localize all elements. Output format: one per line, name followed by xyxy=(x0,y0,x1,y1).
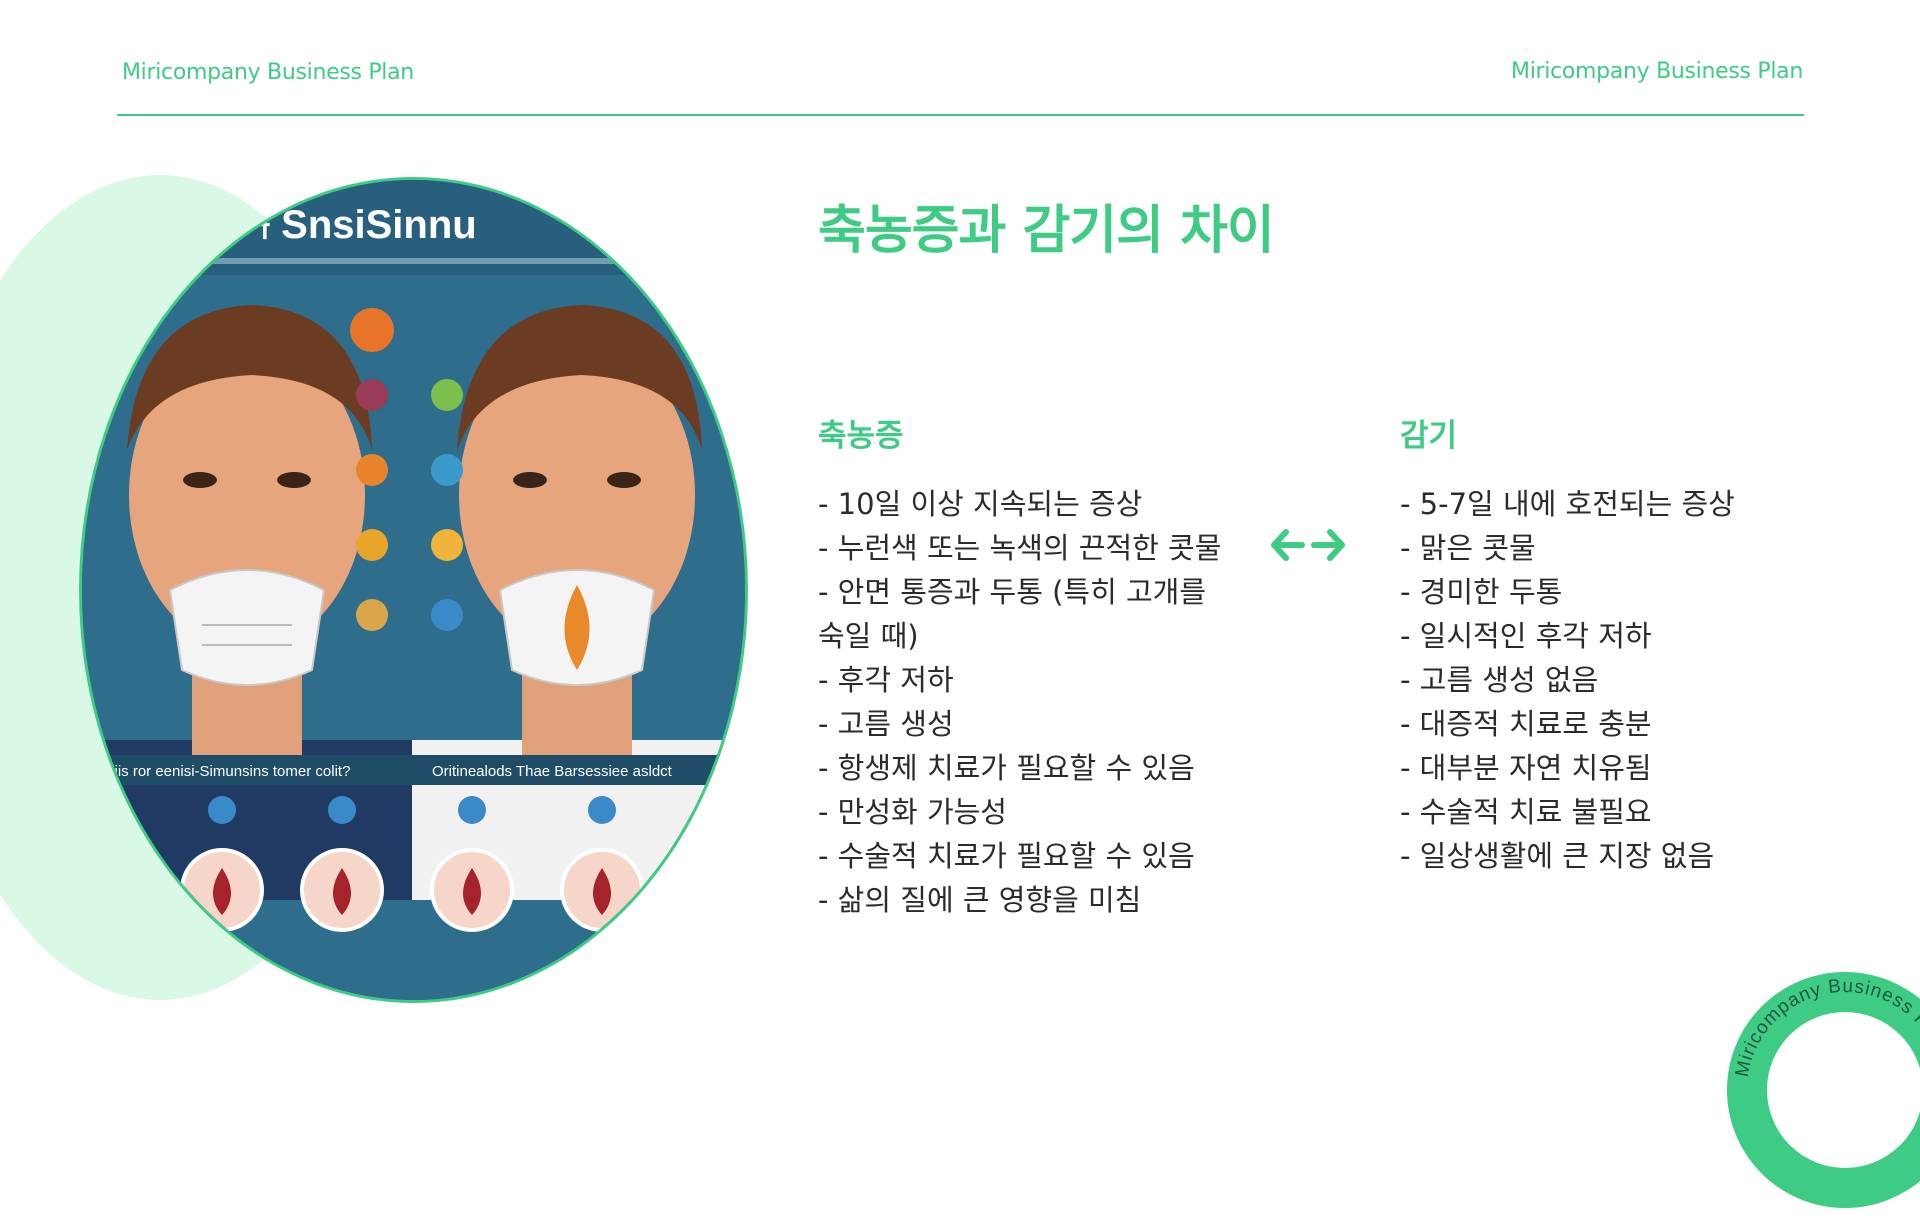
list-item: - 삶의 질에 큰 영향을 미침 xyxy=(818,883,1142,917)
list-item: - 누런색 또는 녹색의 끈적한 콧물 xyxy=(818,531,1222,565)
list-item: - 10일 이상 지속되는 증상 xyxy=(818,487,1143,521)
list-item: - 일상생활에 큰 지장 없음 xyxy=(1400,839,1715,873)
illustration-right-caption: Oritinealods Thae Barsessiee asldct xyxy=(432,763,673,780)
cold-column-title: 감기 xyxy=(1400,418,1458,454)
list-item: - 안면 통증과 두통 (특히 고개를 숙일 때) xyxy=(818,575,1207,653)
illustration-canvas: us ⟊ SnsiSinnu xyxy=(82,180,745,1000)
sinusitis-column-title: 축농증 xyxy=(818,418,904,454)
header-right-title: Miricompany Business Plan xyxy=(1511,59,1803,84)
list-item: - 수술적 치료가 필요할 수 있음 xyxy=(818,839,1195,873)
page-title: 축농증과 감기의 차이 xyxy=(818,201,1275,261)
list-item: - 고름 생성 없음 xyxy=(1400,663,1599,697)
list-item: - 고름 생성 xyxy=(818,707,954,741)
sinusitis-illustration: us ⟊ SnsiSinnu xyxy=(79,177,748,1003)
list-item: - 항생제 치료가 필요할 수 있음 xyxy=(818,751,1195,785)
list-item: - 대부분 자연 치유됨 xyxy=(1400,751,1652,785)
illustration-left-caption: etiis ror eenisi-Simunsins tomer colit? xyxy=(102,763,350,780)
sinus-diagrams xyxy=(180,796,644,932)
header-left-title: Miricompany Business Plan xyxy=(122,60,414,85)
header-divider xyxy=(117,114,1804,116)
list-item: - 만성화 가능성 xyxy=(818,795,1007,829)
list-item: - 맑은 콧물 xyxy=(1400,531,1536,565)
list-item: - 일시적인 후각 저하 xyxy=(1400,619,1652,653)
list-item: - 후각 저하 xyxy=(818,663,954,697)
circular-brand-badge: Miricompany Business Plan xyxy=(1727,972,1920,1208)
list-item: - 경미한 두통 xyxy=(1400,575,1563,609)
cold-symptom-list: - 5-7일 내에 호전되는 증상 - 맑은 콧물 - 경미한 두통 - 일시적… xyxy=(1400,482,1820,878)
list-item: - 5-7일 내에 호전되는 증상 xyxy=(1400,487,1735,521)
sinusitis-symptom-list: - 10일 이상 지속되는 증상 - 누런색 또는 녹색의 끈적한 콧물 - 안… xyxy=(818,482,1228,922)
left-right-arrow-icon xyxy=(1271,529,1345,561)
list-item: - 수술적 치료 불필요 xyxy=(1400,795,1652,829)
list-item: - 대증적 치료로 충분 xyxy=(1400,707,1652,741)
